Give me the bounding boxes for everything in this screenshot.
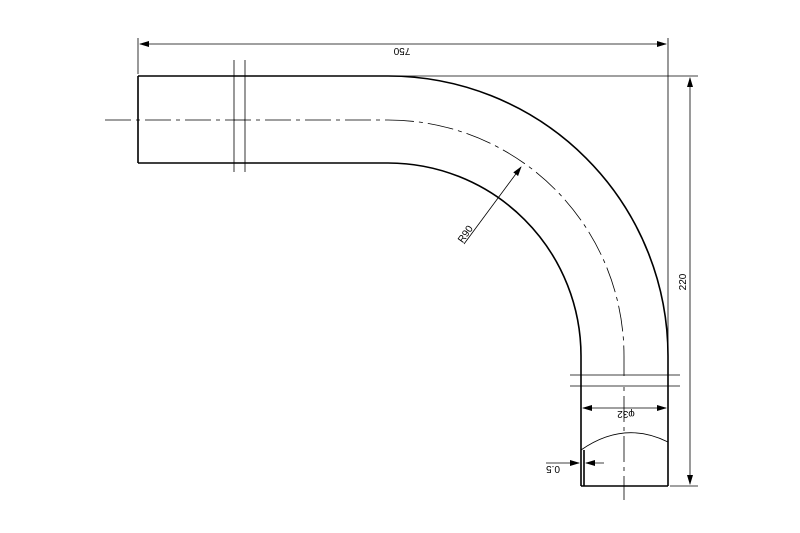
vbreak-gap xyxy=(582,376,667,385)
bend-outer-arc xyxy=(387,75,669,357)
bend-centerline xyxy=(387,119,625,357)
wall-thickness-label: 0.5 xyxy=(546,463,560,474)
length-label: 750 xyxy=(393,45,410,56)
dimension-wall-thickness: 0.5 xyxy=(546,460,604,474)
radius-leader xyxy=(463,166,522,245)
dimension-diameter: φ32 xyxy=(582,405,667,419)
radius-label: R90 xyxy=(456,224,476,246)
diameter-label: φ32 xyxy=(617,408,635,419)
center-lines xyxy=(105,119,625,500)
dimension-length: 750 xyxy=(137,38,669,350)
cut-arc xyxy=(580,432,669,451)
break-mark-vertical xyxy=(570,374,680,387)
height-label: 220 xyxy=(678,273,689,290)
dimension-height: 220 xyxy=(390,75,698,487)
break-mark-horizontal xyxy=(233,60,246,172)
bend-inner-arc xyxy=(387,162,582,357)
break-gap xyxy=(235,77,244,162)
pipe-outline xyxy=(137,75,669,487)
